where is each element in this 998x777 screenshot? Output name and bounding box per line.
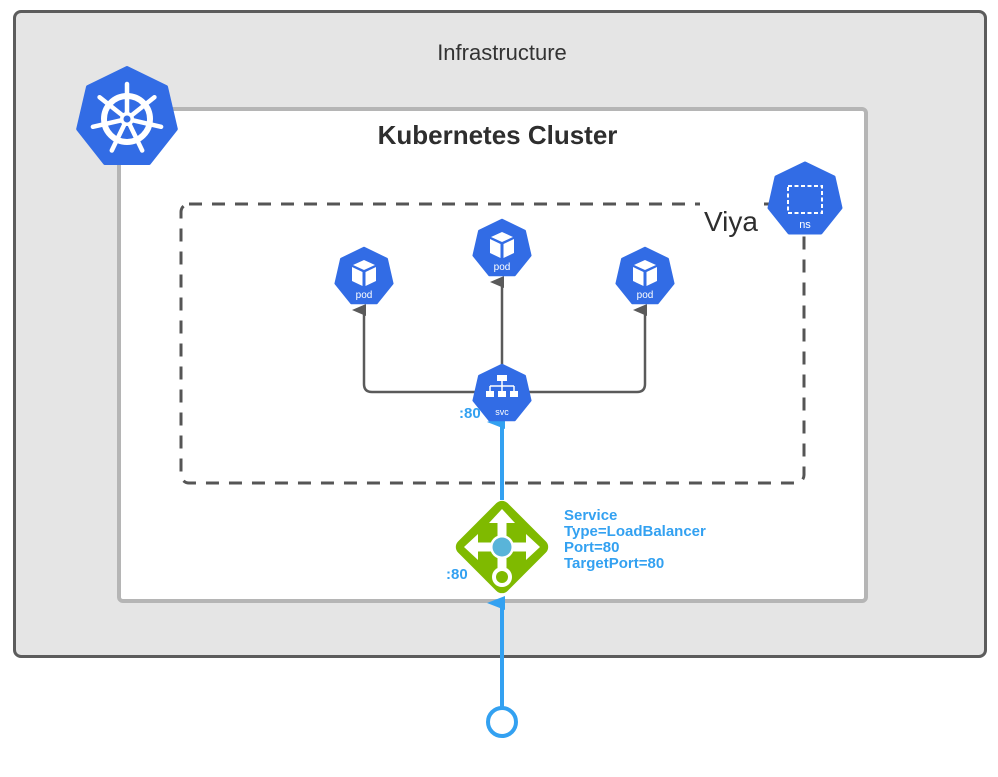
service-icon[interactable]: svc	[472, 363, 532, 422]
connector-svc-to-pod-left	[352, 304, 477, 394]
namespace-icon-label: ns	[799, 219, 811, 231]
namespace-icon[interactable]: ns	[767, 161, 843, 235]
infrastructure-title: Infrastructure	[437, 40, 567, 65]
pod-label: pod	[494, 262, 511, 273]
lb-info-line: TargetPort=80	[564, 555, 665, 572]
external-client-endpoint[interactable]	[486, 706, 518, 738]
lb-info-line: Service	[564, 507, 618, 524]
connector-svc-to-pod-right	[527, 304, 647, 394]
load-balancer-info: Service Type=LoadBalancer Port=80 Target…	[564, 508, 706, 572]
cluster-title: Kubernetes Cluster	[377, 120, 618, 150]
service-icon-label: svc	[495, 407, 509, 417]
pod-icon[interactable]: pod	[472, 218, 532, 277]
lb-info-line: Port=80	[564, 539, 620, 556]
viya-label-mask	[700, 200, 764, 210]
pod-icon[interactable]: pod	[334, 246, 394, 305]
load-balancer-port-label: :80	[446, 566, 468, 583]
lb-info-line: Type=LoadBalancer	[564, 523, 706, 540]
pod-icon[interactable]: pod	[615, 246, 675, 305]
pod-label: pod	[356, 290, 373, 301]
pod-label: pod	[637, 290, 654, 301]
viya-namespace-label: Viya	[704, 206, 758, 237]
service-port-label: :80	[459, 405, 481, 422]
viya-namespace-boundary	[179, 202, 806, 485]
load-balancer-icon[interactable]	[453, 498, 552, 597]
kubernetes-logo-icon	[76, 66, 178, 165]
